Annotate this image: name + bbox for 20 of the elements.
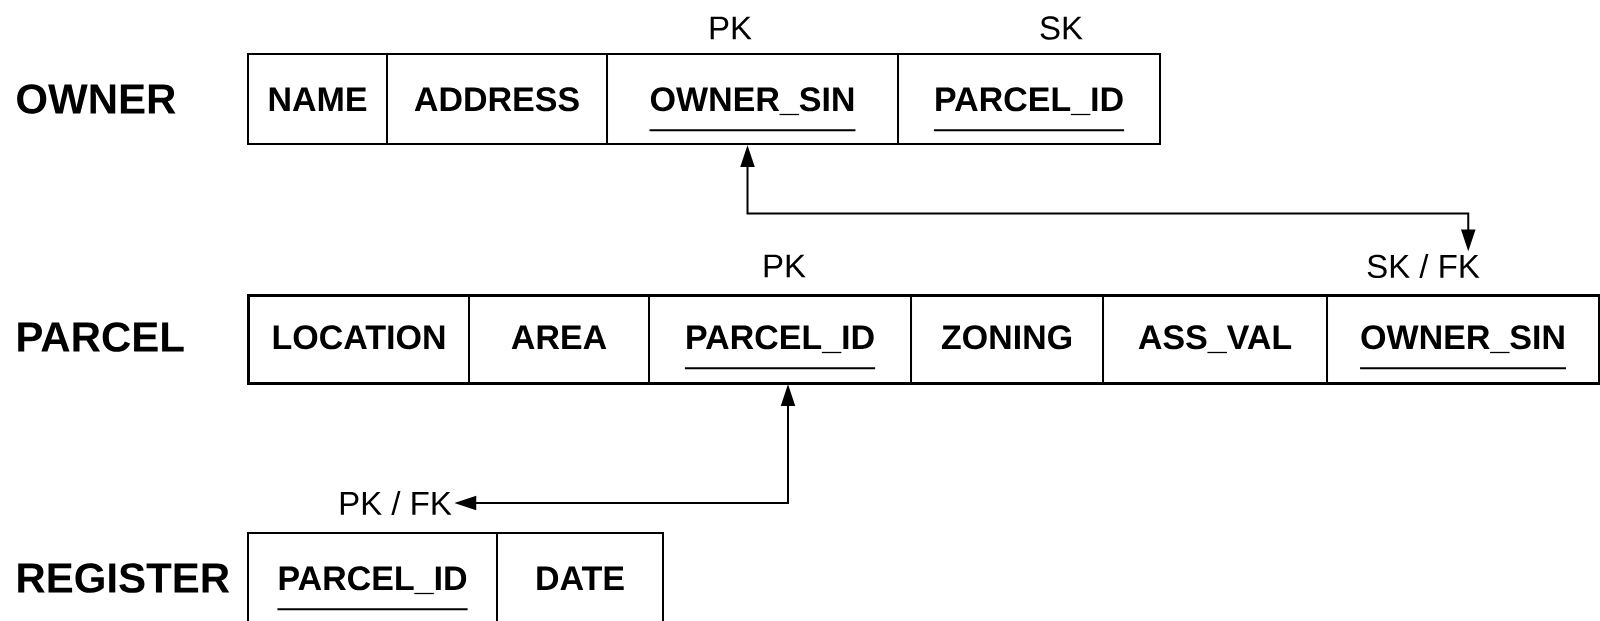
key-label: SK bbox=[1040, 16, 1083, 40]
table-cell: AREA bbox=[468, 295, 650, 384]
key-label: SK / FK bbox=[1367, 253, 1480, 279]
node-label: PARCEL bbox=[18, 322, 184, 352]
key-label: PK bbox=[764, 254, 806, 278]
table-cell: ADDRESS bbox=[386, 53, 608, 145]
node-label: OWNER bbox=[17, 84, 176, 114]
table-cell: DATE bbox=[496, 532, 664, 621]
table-cell: NAME bbox=[247, 53, 388, 145]
table-cell: LOCATION bbox=[248, 295, 470, 384]
table-cell: PARCEL_ID bbox=[897, 53, 1161, 145]
key-label: PK bbox=[710, 16, 752, 40]
table-cell: OWNER_SIN bbox=[1326, 295, 1600, 384]
table-cell: ZONING bbox=[910, 295, 1104, 384]
table-cell: OWNER_SIN bbox=[606, 53, 899, 145]
table-cell: PARCEL_ID bbox=[247, 532, 498, 621]
key-label: PK / FK bbox=[340, 490, 452, 516]
table-cell: PARCEL_ID bbox=[648, 295, 912, 384]
node-label: REGISTER bbox=[18, 563, 230, 593]
table-cell: ASS_VAL bbox=[1102, 295, 1328, 384]
